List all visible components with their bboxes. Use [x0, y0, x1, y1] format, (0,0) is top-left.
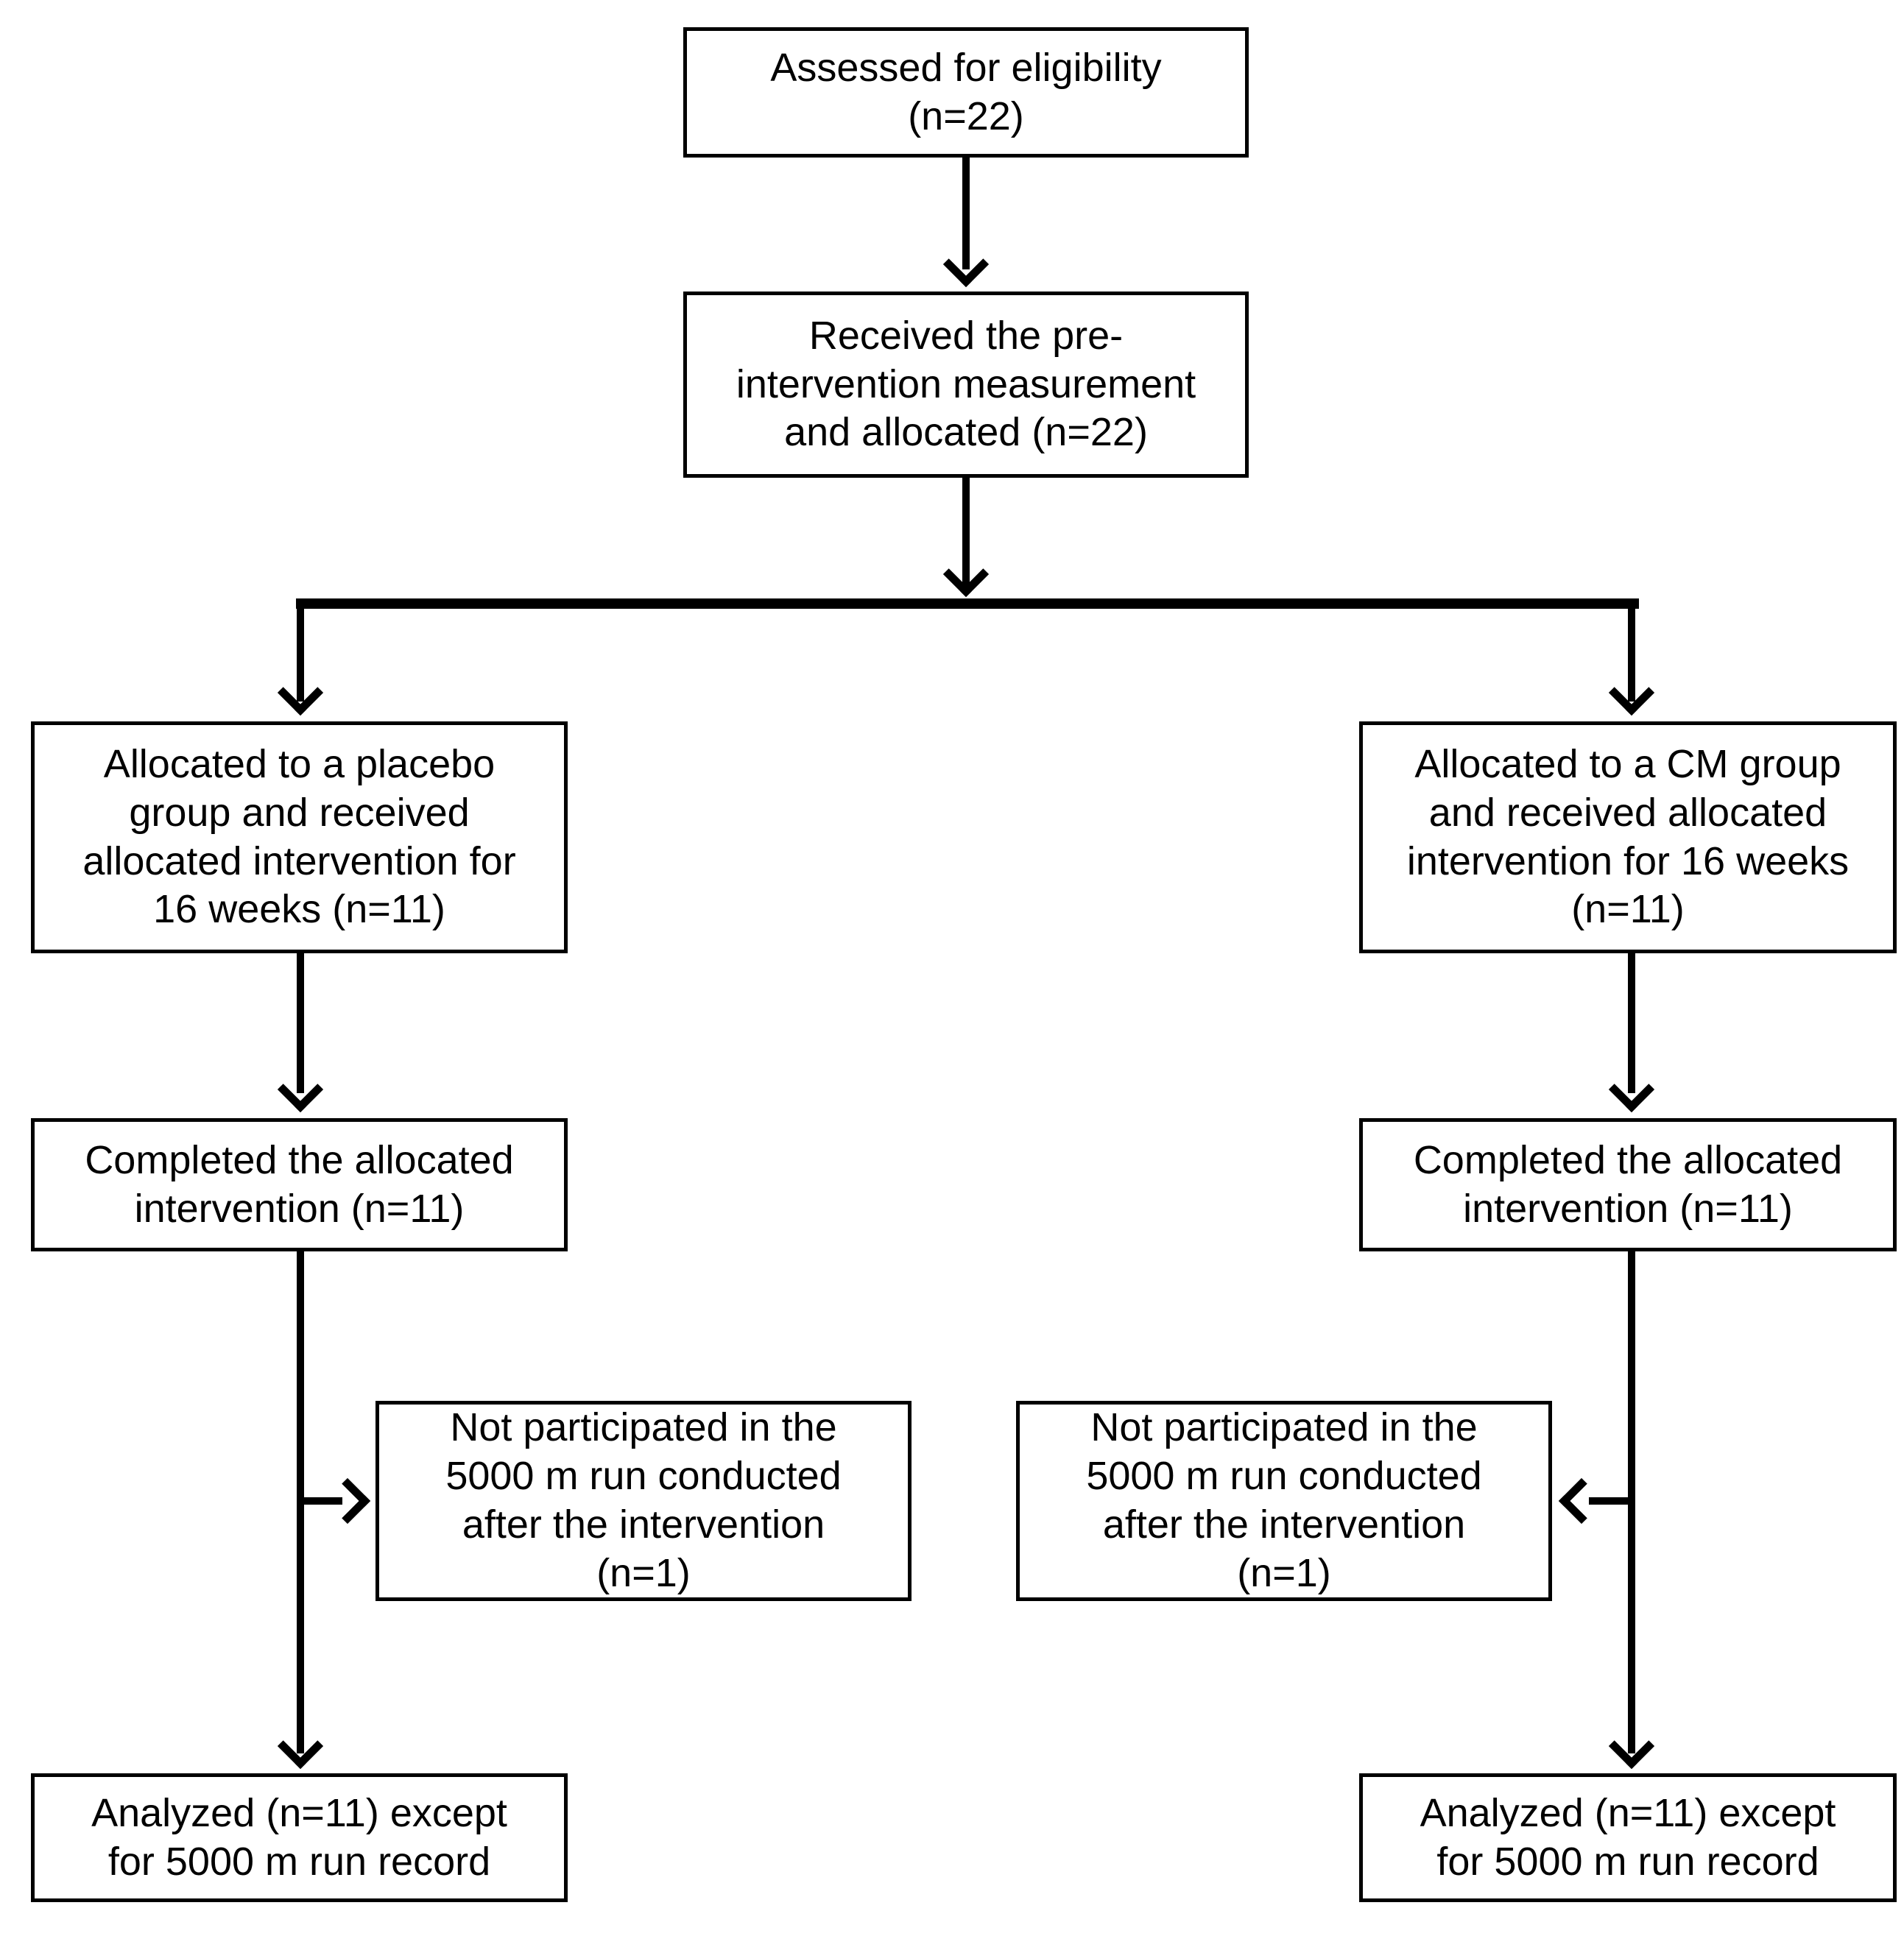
flow-box-allocated-cm-group: Allocated to a CM group and received all… [1359, 721, 1897, 953]
arrowhead-down-icon [1608, 669, 1655, 716]
arrowhead-down-icon [277, 1723, 324, 1770]
flow-box-allocated-placebo-group: Allocated to a placebo group and receive… [31, 721, 568, 953]
flow-box-completed-intervention-cm: Completed the allocated intervention (n=… [1359, 1118, 1897, 1251]
flow-box-completed-intervention-placebo: Completed the allocated intervention (n=… [31, 1118, 568, 1251]
flow-box-not-participated-run-cm: Not participated in the 5000 m run condu… [1016, 1401, 1552, 1601]
arrowhead-down-icon [277, 1066, 324, 1113]
arrowhead-down-icon [1608, 1723, 1655, 1770]
connector-split-to-cm [1628, 598, 1635, 702]
flow-box-not-participated-run-placebo: Not participated in the 5000 m run condu… [375, 1401, 912, 1601]
flow-box-assessed-eligibility: Assessed for eligibility (n=22) [683, 27, 1249, 158]
arrowhead-down-icon [942, 241, 990, 288]
flow-box-analyzed-placebo: Analyzed (n=11) except for 5000 m run re… [31, 1773, 568, 1902]
connector-branch-notparticipated-placebo [297, 1497, 342, 1505]
flow-box-analyzed-cm: Analyzed (n=11) except for 5000 m run re… [1359, 1773, 1897, 1902]
arrowhead-down-icon [1608, 1066, 1655, 1113]
connector-cm-to-completed [1628, 953, 1635, 1093]
arrowhead-left-icon [1558, 1477, 1605, 1525]
connector-split-bar [296, 598, 1639, 609]
connector-placebo-to-completed [297, 953, 304, 1093]
connector-branch-notparticipated-cm [1589, 1497, 1635, 1505]
connector-assessed-to-received [962, 158, 970, 269]
arrowhead-right-icon [324, 1477, 371, 1525]
flow-box-received-pre-intervention: Received the pre- intervention measureme… [683, 292, 1249, 478]
arrowhead-down-icon [942, 551, 990, 598]
connector-received-to-split [962, 478, 970, 590]
connector-split-to-placebo [297, 598, 304, 702]
arrowhead-down-icon [277, 669, 324, 716]
